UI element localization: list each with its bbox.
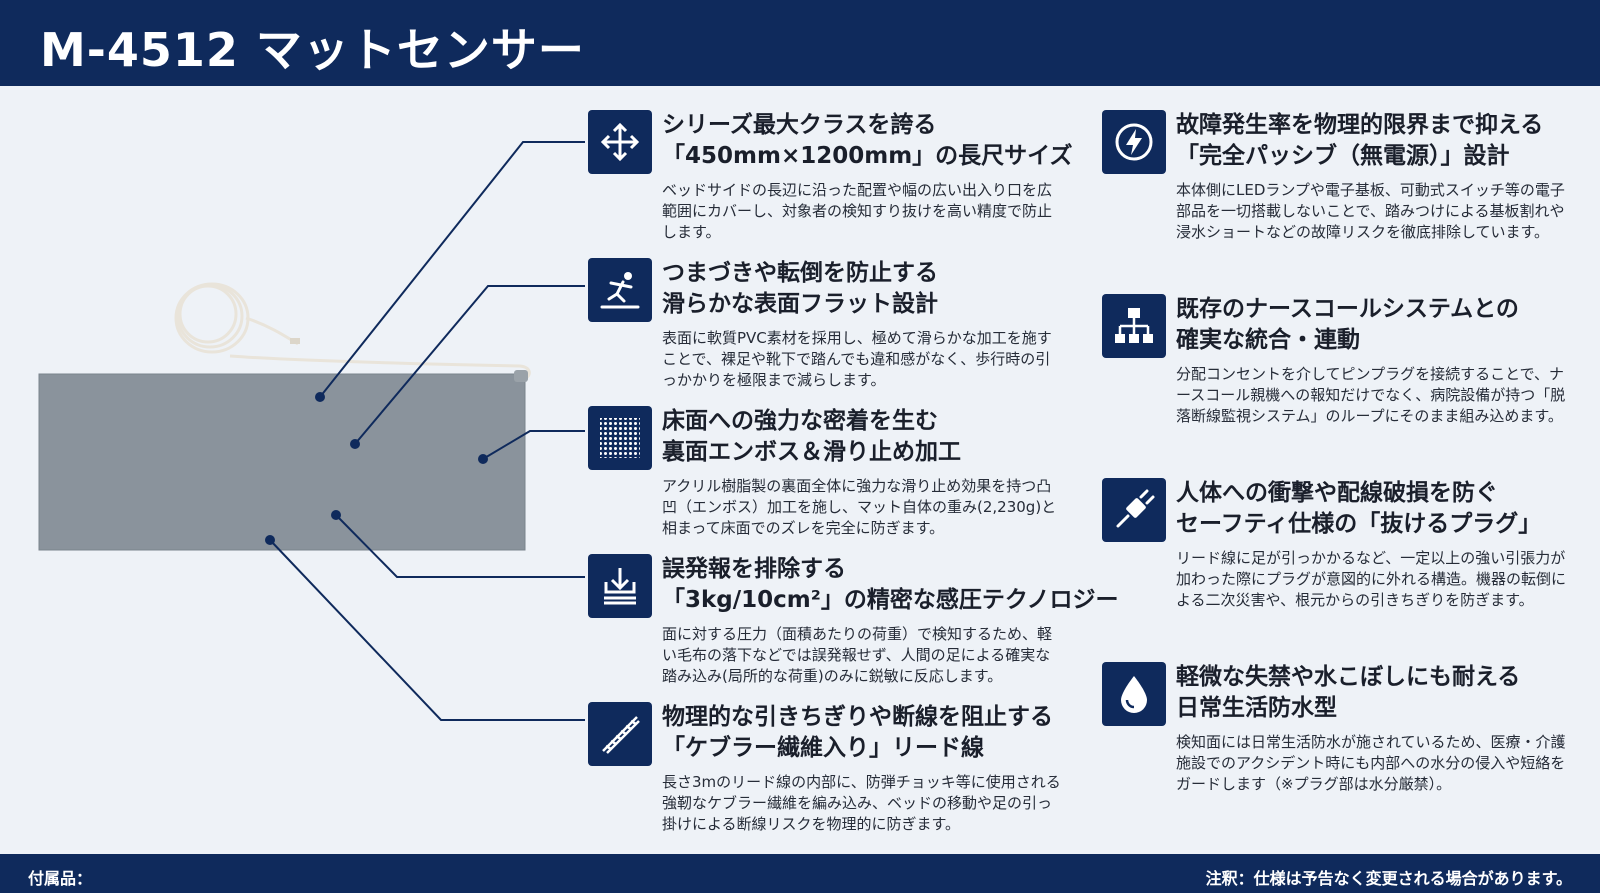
footer-bar: 付属品： 注釈：仕様は予告なく変更される場合があります。 [0,854,1600,893]
mat-cable-connector [514,370,528,382]
feature-description: 分配コンセントを介してピンプラグを接続することで、ナースコール親機への報知だけで… [1176,365,1566,425]
feature-emboss-backside: 床面への強力な密着を生む 裏面エンボス＆滑り止め加工 アクリル樹脂製の裏面全体に… [588,406,1088,546]
feature-description: 長さ3mのリード線の内部に、防弾チョッキ等に使用される強靭なケブラー繊維を編み込… [662,773,1061,833]
callout-line-pressure [335,514,585,578]
pressure-arrow-icon [588,554,652,618]
kevlar-cable-icon [588,702,652,766]
move-arrows-icon [588,110,652,174]
feature-description: 検知面には日常生活防水が施されているため、医療・介護施設でのアクシデント時にも内… [1176,733,1566,793]
callout-dots [265,392,488,545]
water-drop-icon [1102,662,1166,726]
emboss-texture-icon [588,406,652,470]
cable-plug-end [290,338,300,344]
callout-line-kevlar [269,539,585,721]
network-icon [1102,294,1166,358]
feature-title: 軽微な失禁や水こぼしにも耐える 日常生活防水型 [1176,664,1521,721]
feature-description: ベッドサイドの長辺に沿った配置や幅の広い出入り口を広範囲にカバーし、対象者の検知… [662,181,1053,241]
feature-pressure-sensing: 誤発報を排除する 「3kg/10cm²」の精密な感圧テクノロジー 面に対する圧力… [588,554,1118,694]
feature-title: 床面への強力な密着を生む 裏面エンボス＆滑り止め加工 [662,408,961,465]
feature-title: 既存のナースコールシステムとの 確実な統合・連動 [1176,296,1519,353]
feature-description: アクリル樹脂製の裏面全体に強力な滑り止め効果を持つ凸凹（エンボス）加工を施し、マ… [662,477,1057,537]
feature-flat-surface: つまづきや転倒を防止する 滑らかな表面フラット設計 表面に軟質PVC素材を採用し… [588,258,1088,398]
feature-waterproof: 軽微な失禁や水こぼしにも耐える 日常生活防水型 検知面には日常生活防水が施されて… [1102,662,1592,822]
feature-title: 人体への衝撃や配線破損を防ぐ セーフティ仕様の「抜けるプラグ」 [1176,480,1542,537]
feature-long-size: シリーズ最大クラスを誇る 「450mm×1200mm」の長尺サイズ ベッドサイド… [588,110,1088,250]
feature-breakaway-plug: 人体への衝撃や配線破損を防ぐ セーフティ仕様の「抜けるプラグ」 リード線に足が引… [1102,478,1592,638]
page-title: M-4512 マットセンサー [40,23,585,77]
feature-passive-design: 故障発生率を物理的限界まで抑える 「完全パッシブ（無電源）」設計 本体側にLED… [1102,110,1592,270]
product-illustration [38,141,585,721]
callout-line-flat [354,285,585,445]
feature-title: つまづきや転倒を防止する 滑らかな表面フラット設計 [662,260,938,317]
lightning-icon [1102,110,1166,174]
mat-sensor-body [38,373,526,551]
feature-description: 表面に軟質PVC素材を採用し、極めて滑らかな加工を施すことで、裸足や靴下で踏んで… [662,329,1052,389]
coiled-lead-cable [174,282,531,380]
footer-note: 注釈：仕様は予告なく変更される場合があります。 [1205,869,1572,888]
callout-lines [269,141,585,721]
callout-line-emboss [482,430,585,460]
feature-title: 故障発生率を物理的限界まで抑える 「完全パッシブ（無電源）」設計 [1176,112,1544,169]
feature-kevlar-cable: 物理的な引きちぎりや断線を阻止する 「ケブラー繊維入り」リード線 長さ3mのリー… [588,702,1088,842]
plug-icon [1102,478,1166,542]
header-bar: M-4512 マットセンサー [0,0,1600,86]
feature-title: シリーズ最大クラスを誇る 「450mm×1200mm」の長尺サイズ [662,112,1073,169]
callout-line-size [319,141,585,398]
feature-description: リード線に足が引っかかるなど、一定以上の強い引張力が加わった際にプラグが意図的に… [1176,549,1567,609]
feature-description: 面に対する圧力（面積あたりの荷重）で検知するため、軽い毛布の落下などでは誤発報せ… [662,625,1053,685]
feature-title: 誤発報を排除する 「3kg/10cm²」の精密な感圧テクノロジー [662,556,1119,613]
feature-description: 本体側にLEDランプや電子基板、可動式スイッチ等の電子部品を一切搭載しないことで… [1176,181,1565,241]
feature-title: 物理的な引きちぎりや断線を阻止する 「ケブラー繊維入り」リード線 [662,704,1053,761]
accessories-label: 付属品： [28,869,93,888]
person-falling-icon [588,258,652,322]
feature-nurse-call-integration: 既存のナースコールシステムとの 確実な統合・連動 分配コンセントを介してピンプラ… [1102,294,1592,454]
